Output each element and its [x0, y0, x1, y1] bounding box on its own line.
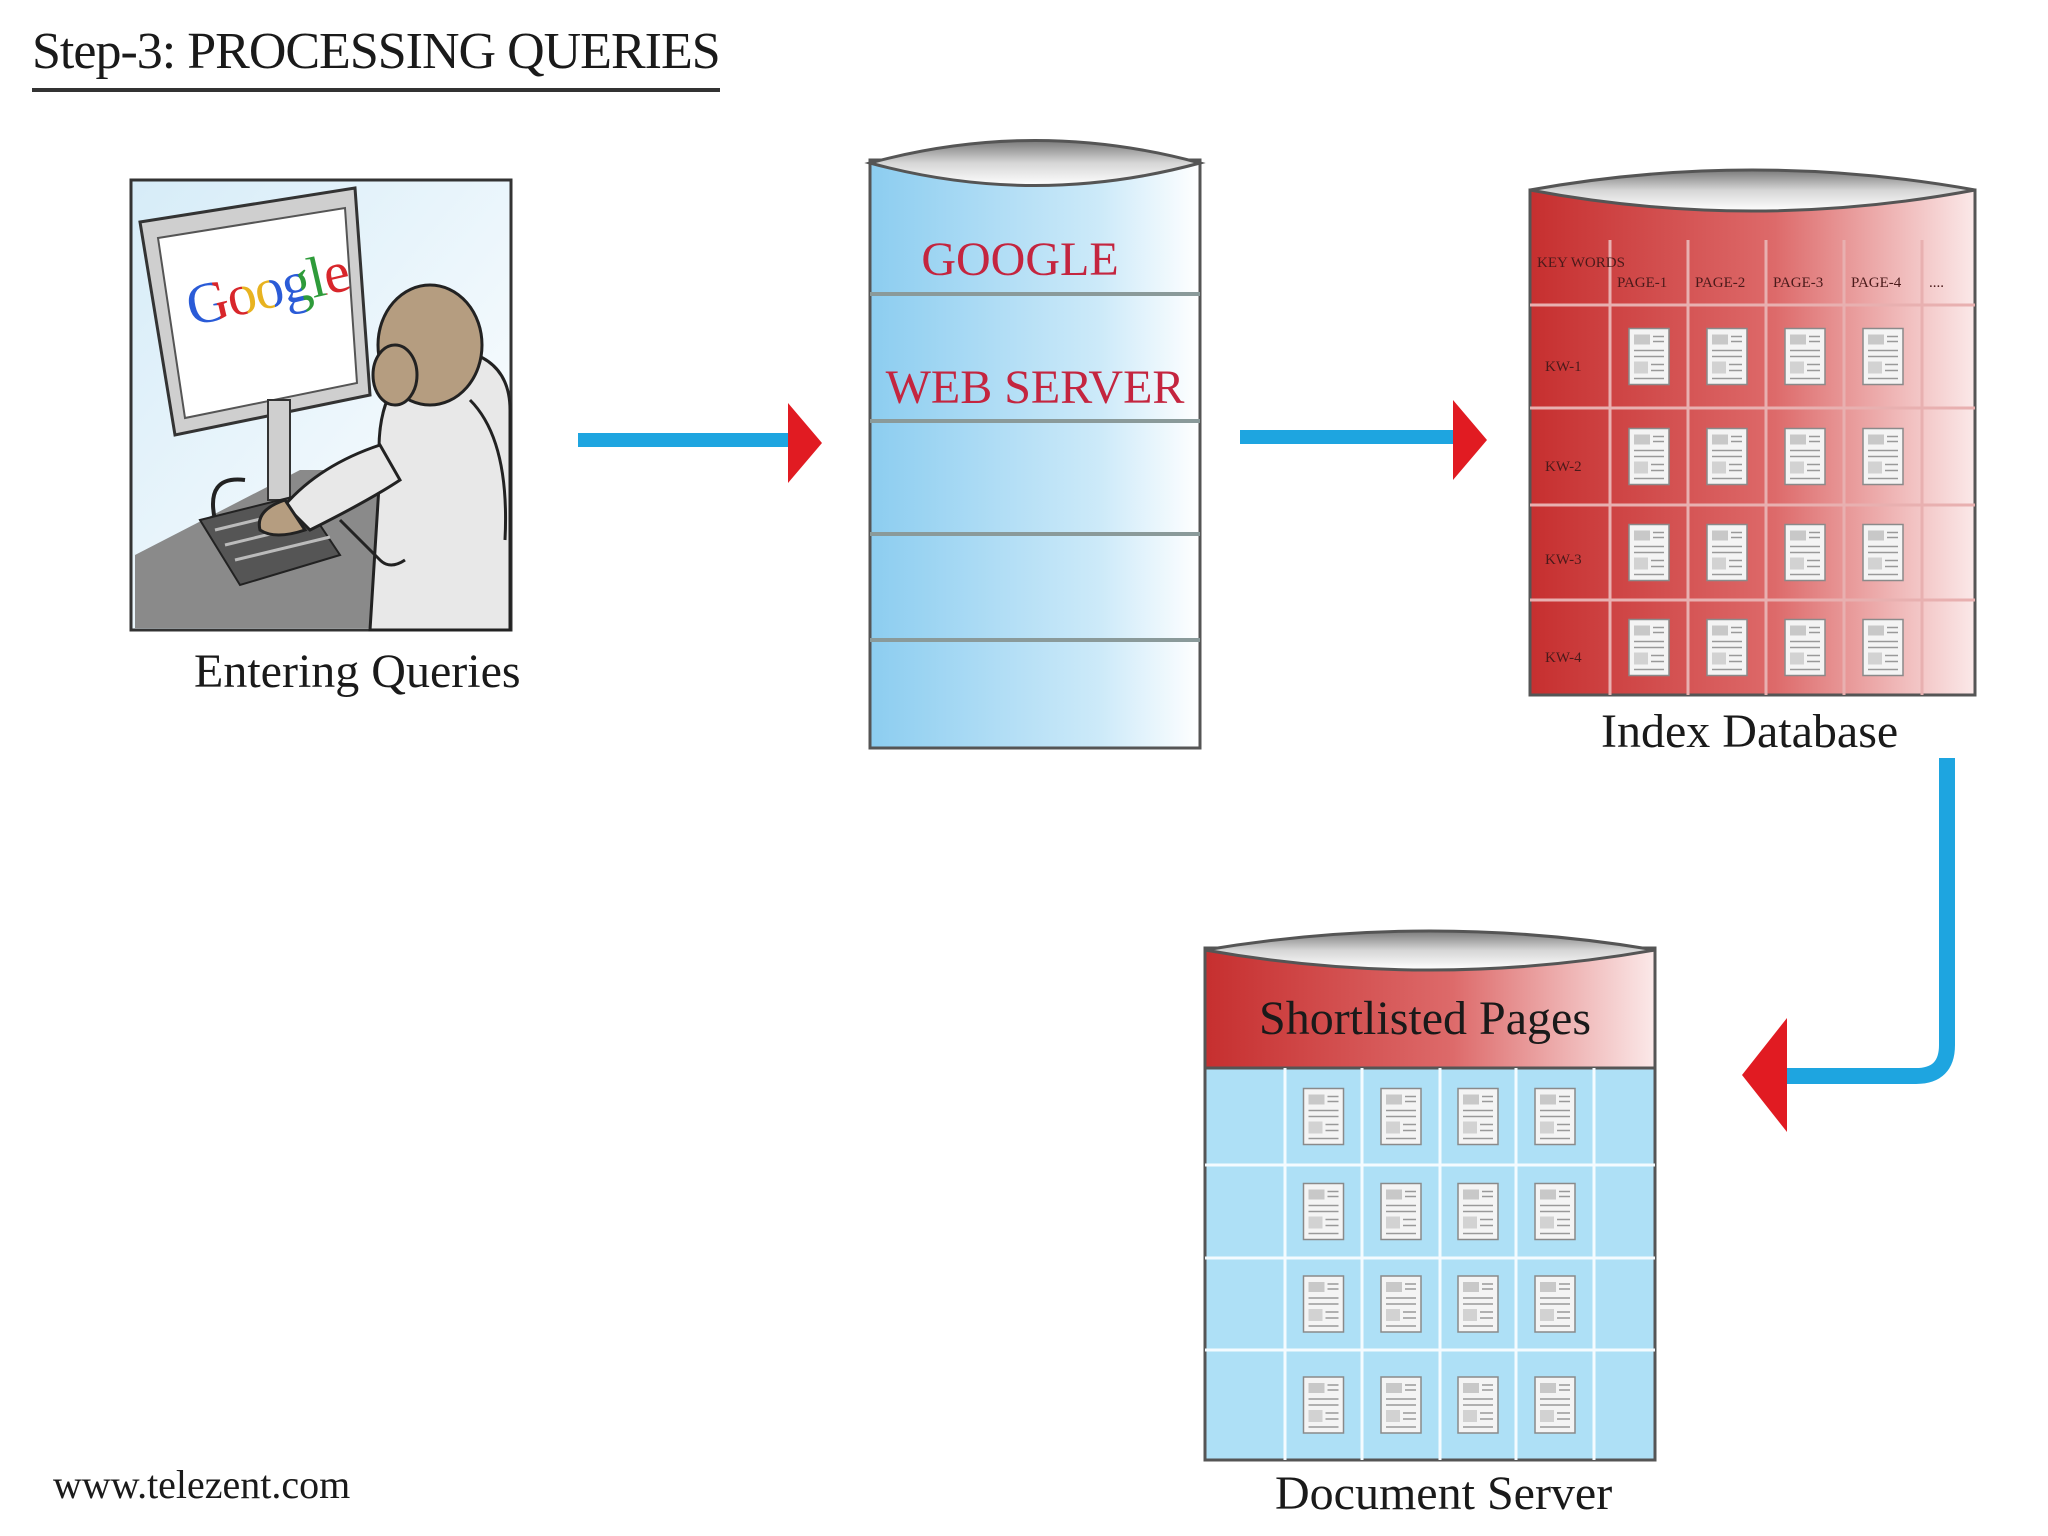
index-header-page-1: PAGE-1	[1617, 275, 1668, 291]
arrow-user-to-webserver	[578, 403, 822, 483]
arrow-webserver-to-index	[1240, 400, 1487, 480]
page-thumbnail-icon	[1457, 1275, 1499, 1333]
index-database-cylinder	[1528, 168, 1977, 697]
page-thumbnail-icon	[1706, 427, 1748, 486]
index-header-page-4: PAGE-4	[1851, 275, 1902, 291]
website-url: www.telezent.com	[53, 1462, 351, 1507]
page-thumbnail-icon	[1628, 427, 1670, 486]
index-row-kw-1: KW-1	[1545, 359, 1582, 375]
page-title: Step-3: PROCESSING QUERIES	[32, 22, 721, 92]
page-thumbnail-icon	[1706, 618, 1748, 677]
page-thumbnail-icon	[1380, 1182, 1422, 1241]
page-thumbnail-icon	[1628, 618, 1670, 677]
page-thumbnail-icon	[1302, 1182, 1345, 1241]
index-grid-lines	[1530, 240, 1975, 695]
page-thumbnail-icon	[1862, 523, 1904, 582]
page-thumbnail-icon	[1862, 427, 1904, 486]
caption-index-database: Index Database	[1601, 705, 1899, 758]
page-thumbnail-icon	[1534, 1087, 1576, 1146]
user-illustration	[129, 178, 513, 632]
page-thumbnail-icon	[1302, 1376, 1345, 1434]
page-thumbnail-icon	[1457, 1376, 1499, 1434]
page-thumbnail-icon	[1784, 427, 1826, 486]
page-thumbnail-icon	[1862, 327, 1904, 386]
web-server-cylinder	[864, 139, 1206, 750]
page-thumbnail-icon	[1706, 327, 1748, 386]
index-row-kw-3: KW-3	[1545, 552, 1582, 568]
page-thumbnail-icon	[1784, 618, 1826, 677]
page-thumbnail-icon	[1706, 523, 1748, 582]
page-thumbnail-icon	[1302, 1087, 1345, 1146]
web-server-label-google: GOOGLE	[921, 233, 1119, 286]
page-thumbnail-icon	[1457, 1182, 1499, 1241]
page-thumbnail-icon	[1380, 1087, 1422, 1146]
page-thumbnail-icon	[1302, 1275, 1345, 1333]
web-server-label-webserver: WEB SERVER	[885, 361, 1185, 414]
caption-document-server: Document Server	[1275, 1467, 1613, 1520]
document-server-cylinder	[1203, 929, 1657, 1462]
index-header-more: ....	[1929, 275, 1944, 291]
document-grid-lines	[1205, 1068, 1655, 1460]
index-header-page-2: PAGE-2	[1695, 275, 1746, 291]
page-thumbnail-icon	[1534, 1182, 1576, 1241]
index-header-page-3: PAGE-3	[1773, 275, 1824, 291]
arrow-index-to-document	[1742, 758, 1955, 1132]
page-thumbnail-icon	[1784, 523, 1826, 582]
caption-entering-queries: Entering Queries	[194, 645, 521, 698]
page-thumbnail-icon	[1628, 523, 1670, 582]
page-thumbnail-icon	[1534, 1275, 1576, 1333]
index-row-kw-2: KW-2	[1545, 459, 1582, 475]
index-row-kw-4: KW-4	[1545, 650, 1582, 666]
page-thumbnail-icon	[1534, 1376, 1576, 1434]
monitor-icon	[138, 186, 372, 521]
shortlisted-pages-label: Shortlisted Pages	[1259, 992, 1591, 1045]
page-thumbnail-icon	[1380, 1376, 1422, 1434]
index-header-keywords: KEY WORDS	[1537, 255, 1625, 271]
page-thumbnail-icon	[1457, 1087, 1499, 1146]
page-thumbnail-icon	[1628, 327, 1670, 386]
page-thumbnail-icon	[1380, 1275, 1422, 1333]
page-thumbnail-icon	[1862, 618, 1904, 677]
person-icon	[257, 283, 512, 632]
page-thumbnail-icon	[1784, 327, 1826, 386]
